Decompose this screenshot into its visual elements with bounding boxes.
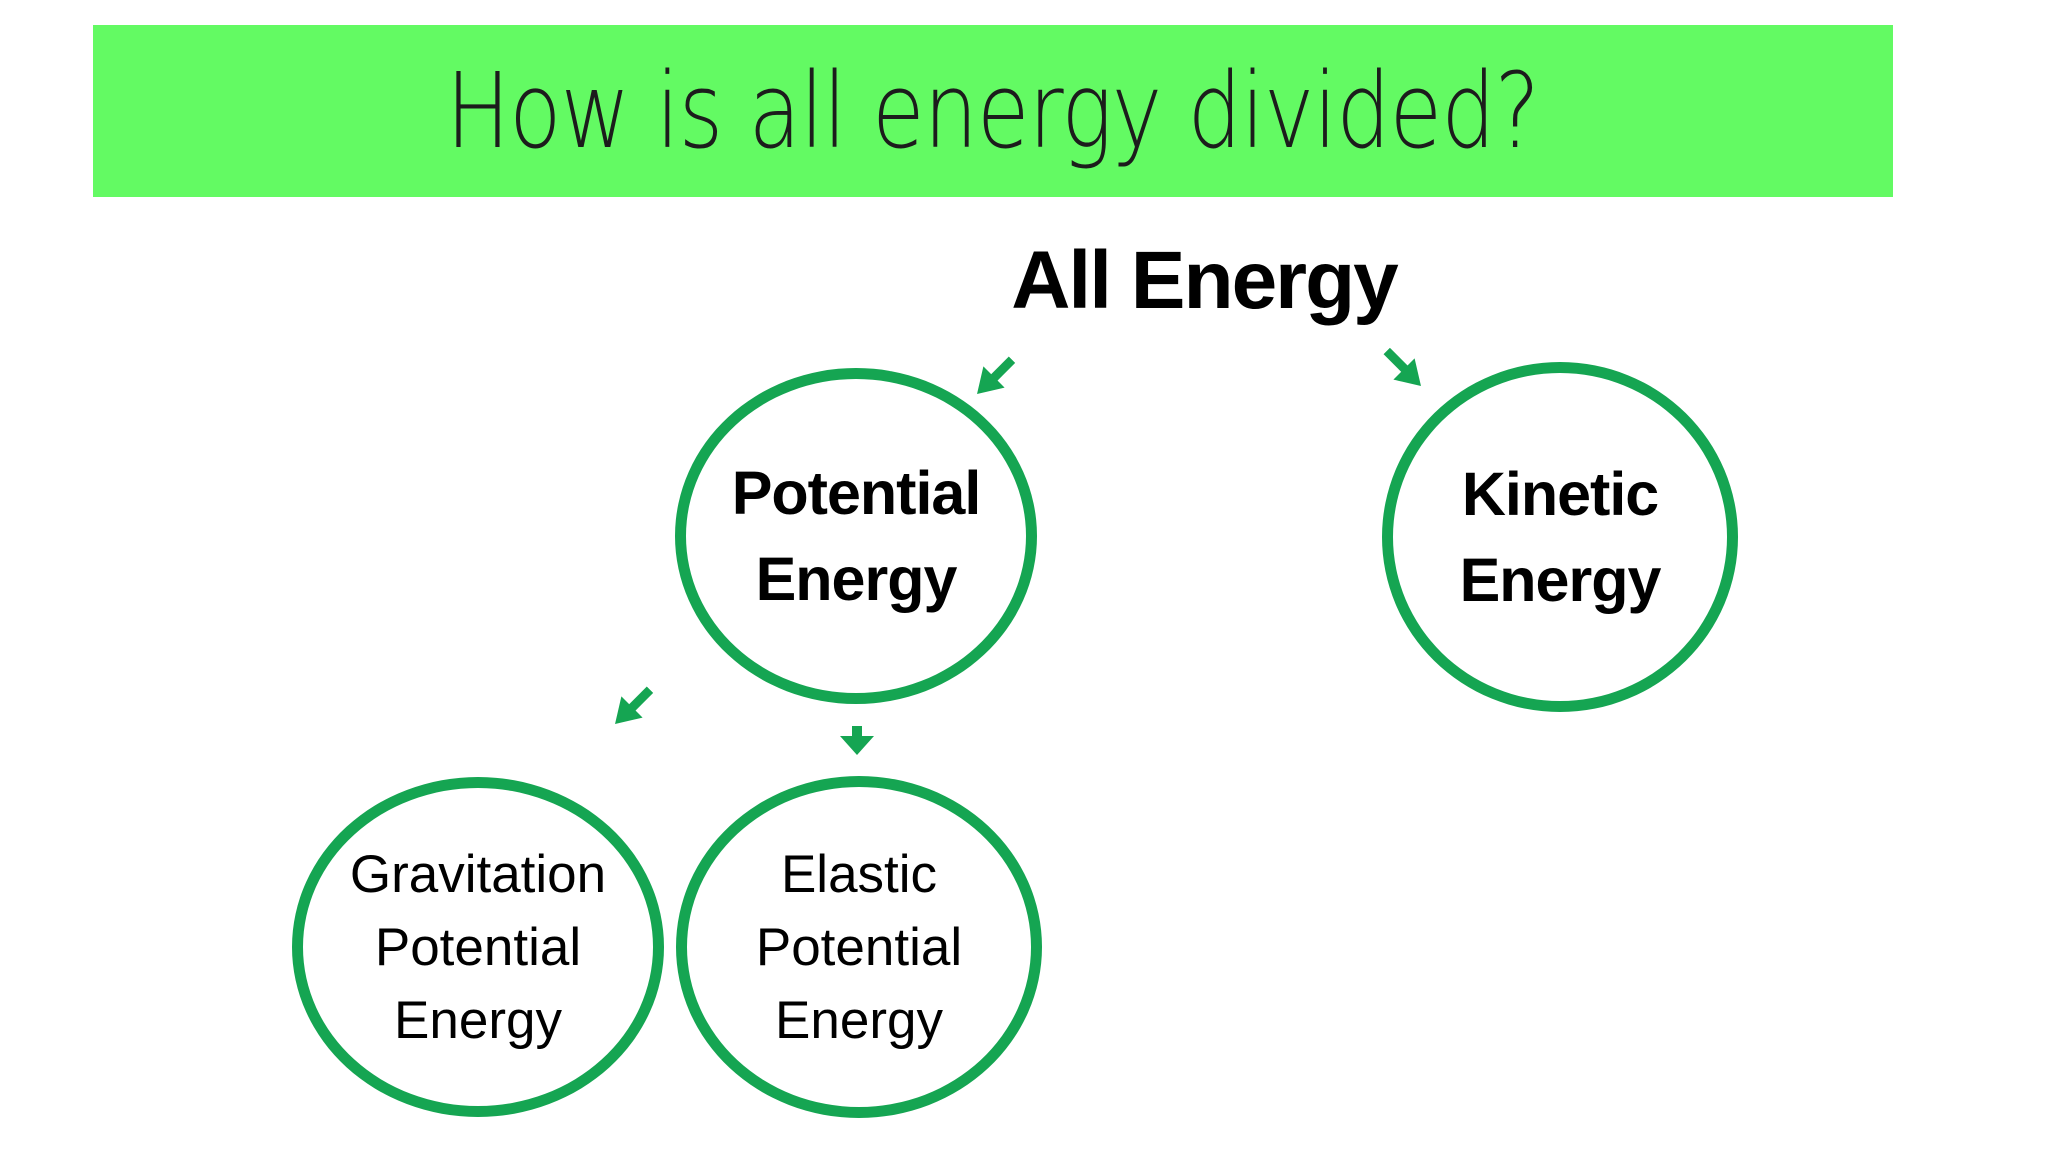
slide-title: How is all energy divided?: [446, 50, 1540, 172]
title-banner: How is all energy divided?: [93, 25, 1893, 197]
arrow-potential-to-gravitation-icon: [615, 682, 654, 732]
node-label-line: Energy: [775, 990, 943, 1050]
node-label-line: Potential: [731, 459, 982, 527]
node-all-energy-label: All Energy: [1011, 235, 1399, 326]
node-label-line: Gravitation: [349, 844, 607, 904]
node-label-line: Kinetic: [1461, 460, 1659, 528]
node-label-line: Energy: [1459, 546, 1662, 614]
node-label-line: Energy: [755, 545, 958, 613]
node-label-line: Energy: [394, 990, 562, 1050]
node-kinetic-energy: Kinetic Energy: [1382, 362, 1738, 712]
arrow-all-to-potential-icon: [977, 352, 1016, 402]
node-label-line: Potential: [755, 917, 963, 977]
node-label-line: Elastic: [780, 844, 938, 904]
node-elastic-potential-energy: Elastic Potential Energy: [676, 776, 1042, 1118]
node-potential-energy: Potential Energy: [675, 368, 1037, 704]
node-gravitation-potential-energy: Gravitation Potential Energy: [292, 777, 664, 1117]
node-label-line: Potential: [374, 917, 582, 977]
arrow-all-to-kinetic-icon: [1383, 344, 1421, 394]
arrow-potential-to-elastic-icon: [836, 726, 878, 756]
